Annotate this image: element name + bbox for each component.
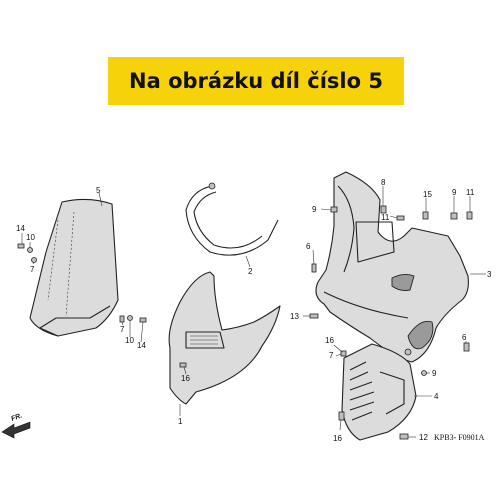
title-banner: Na obrázku díl číslo 5 — [108, 57, 404, 105]
callout-7: 7 — [329, 351, 334, 360]
windscreen-part-5[interactable] — [29, 198, 119, 337]
callout-14: 14 — [137, 341, 146, 350]
front-label: FR. — [10, 412, 23, 422]
callout-16: 16 — [333, 434, 342, 443]
callout-14: 14 — [16, 224, 25, 233]
inner-cowl-part-1[interactable] — [168, 271, 281, 405]
bracket-part-2[interactable] — [185, 182, 279, 256]
callout-labels: 5 14 10 7 7 10 14 2 16 1 9 8 11 15 9 11 … — [16, 178, 492, 443]
fasteners — [17, 205, 473, 440]
callout-3: 3 — [487, 270, 492, 279]
callout-12: 12 — [419, 433, 428, 442]
leader-lines — [21, 186, 486, 438]
callout-11: 11 — [381, 213, 390, 222]
callout-16: 16 — [181, 374, 190, 383]
callout-8: 8 — [381, 178, 386, 187]
callout-11: 11 — [466, 188, 475, 197]
callout-13: 13 — [290, 312, 299, 321]
callout-6: 6 — [462, 333, 467, 342]
callout-9: 9 — [312, 205, 317, 214]
callout-10: 10 — [26, 233, 35, 242]
callout-5: 5 — [96, 186, 101, 195]
callout-9: 9 — [452, 188, 457, 197]
callout-4: 4 — [434, 392, 439, 401]
callout-10: 10 — [125, 336, 134, 345]
upper-cowl-part-3[interactable] — [315, 171, 469, 363]
front-arrow: FR. — [1, 412, 31, 439]
arrow-left-icon — [1, 421, 31, 439]
callout-7: 7 — [30, 265, 35, 274]
diagram-code: KPB3- F0901A — [434, 433, 485, 442]
callout-15: 15 — [423, 190, 432, 199]
callout-7: 7 — [120, 325, 125, 334]
callout-16: 16 — [325, 336, 334, 345]
callout-6: 6 — [306, 242, 311, 251]
callout-1: 1 — [178, 417, 183, 426]
banner-text: Na obrázku díl číslo 5 — [129, 69, 383, 93]
callout-2: 2 — [248, 267, 253, 276]
callout-9: 9 — [432, 369, 437, 378]
side-cover-part-4[interactable] — [341, 343, 417, 441]
